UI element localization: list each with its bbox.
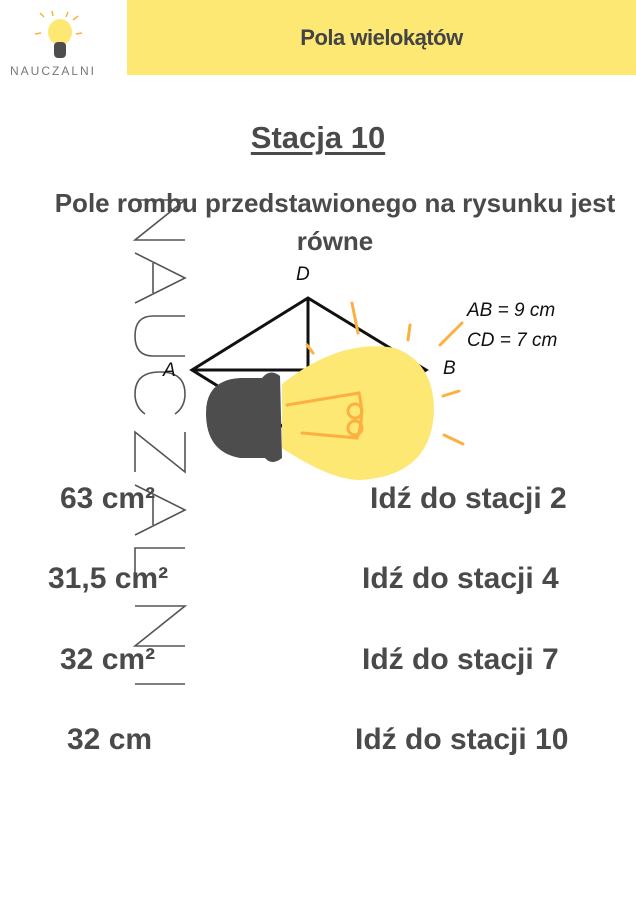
given-cd: CD = 7 cm [467,330,558,351]
answer-target: Idź do stacji 2 [370,482,567,515]
given-ab: AB = 9 cm [467,300,556,321]
answer-value: 32 cm² [60,643,156,676]
watermark-letter [134,371,186,415]
logo-bulb-icon [34,10,83,58]
answer-target: Idź do stacji 7 [362,643,559,676]
watermark-letter [132,605,188,647]
answer-target: Idź do stacji 4 [362,562,559,595]
given-values: AB = 9 cm CD = 7 cm [467,296,557,356]
watermark-letter [134,484,187,536]
watermark-letter [134,252,187,304]
watermark-letter [132,199,188,241]
answer-target: Idź do stacji 10 [355,723,569,756]
answer-value: 31,5 cm² [48,562,169,595]
station-title: Stacja 10 [250,120,386,155]
watermark-letter [134,547,185,583]
brand-name: NAUCZALNI [10,64,97,78]
label-d: D [296,264,310,285]
header-title: Pola wielokątów [300,24,463,50]
answer-value: 63 cm² [60,482,156,515]
answer-value: 32 cm [67,723,153,756]
question-text: Pole rombu przedstawionego na rysunku je… [54,188,616,256]
watermark-letter [134,315,185,357]
label-a: A [163,360,176,381]
watermark-letter [134,430,186,474]
header-banner: Pola wielokątów [127,0,636,75]
label-b: B [443,358,456,379]
